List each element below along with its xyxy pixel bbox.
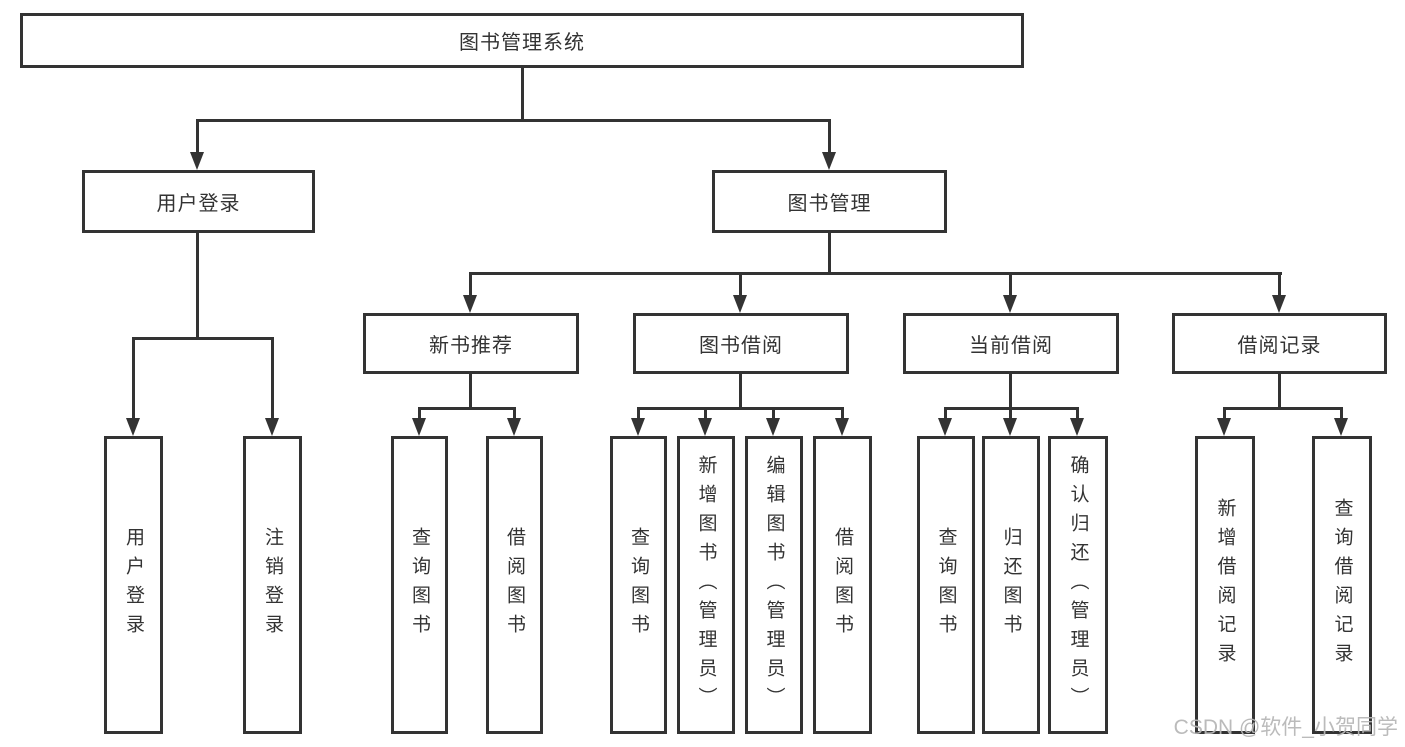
arrowhead-c2 xyxy=(698,418,712,436)
connector-drop-book-borrow xyxy=(739,272,742,297)
leaf-query-borrow-record: 查询借阅记录 xyxy=(1312,436,1372,734)
leaf-logout-login: 注销登录 xyxy=(243,436,302,734)
connector-drop-d2 xyxy=(1009,407,1012,420)
arrowhead-e1 xyxy=(1217,418,1231,436)
connector-drop-e1 xyxy=(1223,407,1226,420)
arrowhead-d1 xyxy=(938,418,952,436)
connector-new-book-branch xyxy=(418,407,516,410)
arrowhead-c3 xyxy=(766,418,780,436)
leaf-borrowing-borrow-books-label: 借阅图书 xyxy=(832,527,853,643)
leaf-recommend-query-books: 查询图书 xyxy=(391,436,448,734)
leaf-recommend-borrow-books: 借阅图书 xyxy=(486,436,543,734)
connector-drop-c4 xyxy=(841,407,844,420)
arrowhead-b2 xyxy=(507,418,521,436)
arrowhead-d2 xyxy=(1003,418,1017,436)
arrowhead-new-book xyxy=(463,295,477,313)
node-book-management: 图书管理 xyxy=(712,170,947,233)
leaf-confirm-return-admin: 确认归还（管理员） xyxy=(1048,436,1108,734)
arrowhead-leaf-user-login xyxy=(126,418,140,436)
connector-drop-user-login xyxy=(196,119,199,154)
connector-level1-branch xyxy=(196,119,830,122)
arrowhead-user-login xyxy=(190,152,204,170)
node-current-borrowing-label: 当前借阅 xyxy=(969,335,1053,357)
connector-book-borrow-stem xyxy=(739,374,742,407)
arrowhead-b1 xyxy=(412,418,426,436)
leaf-recommend-query-books-label: 查询图书 xyxy=(409,527,430,643)
connector-new-book-stem xyxy=(469,374,472,407)
leaf-add-borrow-record-label: 新增借阅记录 xyxy=(1214,498,1236,672)
connector-drop-leaf-user-login xyxy=(132,337,135,420)
arrowhead-book-management xyxy=(822,152,836,170)
leaf-user-login: 用户登录 xyxy=(104,436,163,734)
connector-user-login-stem xyxy=(196,233,199,337)
node-user-login-label: 用户登录 xyxy=(156,193,241,215)
connector-drop-d1 xyxy=(944,407,947,420)
node-current-borrowing: 当前借阅 xyxy=(903,313,1119,374)
connector-drop-current-borrow xyxy=(1009,272,1012,297)
leaf-logout-login-label: 注销登录 xyxy=(262,527,283,643)
leaf-current-query-books-label: 查询图书 xyxy=(935,527,957,643)
node-library-system-label: 图书管理系统 xyxy=(459,32,585,54)
leaf-add-borrow-record: 新增借阅记录 xyxy=(1195,436,1255,734)
leaf-confirm-return-admin-label: 确认归还（管理员） xyxy=(1067,454,1089,716)
leaf-current-query-books: 查询图书 xyxy=(917,436,975,734)
leaf-query-borrow-record-label: 查询借阅记录 xyxy=(1331,498,1353,672)
arrowhead-d3 xyxy=(1070,418,1084,436)
connector-drop-book-management xyxy=(828,119,831,154)
connector-drop-borrow-records xyxy=(1278,272,1281,297)
node-library-system: 图书管理系统 xyxy=(20,13,1024,68)
leaf-add-books-admin: 新增图书（管理员） xyxy=(677,436,735,734)
arrowhead-c4 xyxy=(835,418,849,436)
arrowhead-current-borrow xyxy=(1003,295,1017,313)
connector-root-stem xyxy=(521,68,524,119)
connector-borrow-records-branch xyxy=(1223,407,1343,410)
node-book-borrowing: 图书借阅 xyxy=(633,313,849,374)
csdn-watermark: CSDN @软件_小贺同学 xyxy=(1173,716,1398,739)
connector-drop-new-book xyxy=(469,272,472,297)
node-new-book-recommend-label: 新书推荐 xyxy=(429,335,513,357)
leaf-edit-books-admin-label: 编辑图书（管理员） xyxy=(763,454,785,716)
leaf-user-login-label: 用户登录 xyxy=(123,527,144,643)
connector-current-borrow-stem xyxy=(1009,374,1012,407)
connector-book-borrow-branch xyxy=(637,407,844,410)
leaf-borrowing-query-books: 查询图书 xyxy=(610,436,667,734)
connector-drop-e2 xyxy=(1340,407,1343,420)
arrowhead-e2 xyxy=(1334,418,1348,436)
leaf-edit-books-admin: 编辑图书（管理员） xyxy=(745,436,803,734)
leaf-return-books: 归还图书 xyxy=(982,436,1040,734)
connector-drop-c1 xyxy=(637,407,640,420)
node-book-management-label: 图书管理 xyxy=(787,193,872,215)
arrowhead-borrow-records xyxy=(1272,295,1286,313)
connector-drop-c3 xyxy=(772,407,775,420)
connector-level2-branch xyxy=(469,272,1282,275)
connector-drop-d3 xyxy=(1076,407,1079,420)
connector-user-login-branch xyxy=(132,337,274,340)
connector-drop-c2 xyxy=(704,407,707,420)
arrowhead-leaf-logout xyxy=(265,418,279,436)
arrowhead-book-borrow xyxy=(733,295,747,313)
connector-drop-b2 xyxy=(513,407,516,420)
node-book-borrowing-label: 图书借阅 xyxy=(699,335,783,357)
connector-drop-b1 xyxy=(418,407,421,420)
node-borrow-records-label: 借阅记录 xyxy=(1237,335,1322,357)
arrowhead-c1 xyxy=(631,418,645,436)
node-user-login: 用户登录 xyxy=(82,170,315,233)
node-new-book-recommend: 新书推荐 xyxy=(363,313,579,374)
leaf-borrowing-borrow-books: 借阅图书 xyxy=(813,436,872,734)
leaf-add-books-admin-label: 新增图书（管理员） xyxy=(695,454,717,716)
connector-drop-leaf-logout xyxy=(271,337,274,420)
connector-book-management-stem xyxy=(828,233,831,272)
leaf-return-books-label: 归还图书 xyxy=(1000,527,1022,643)
leaf-recommend-borrow-books-label: 借阅图书 xyxy=(504,527,525,643)
leaf-borrowing-query-books-label: 查询图书 xyxy=(628,527,649,643)
node-borrow-records: 借阅记录 xyxy=(1172,313,1387,374)
connector-borrow-records-stem xyxy=(1278,374,1281,407)
